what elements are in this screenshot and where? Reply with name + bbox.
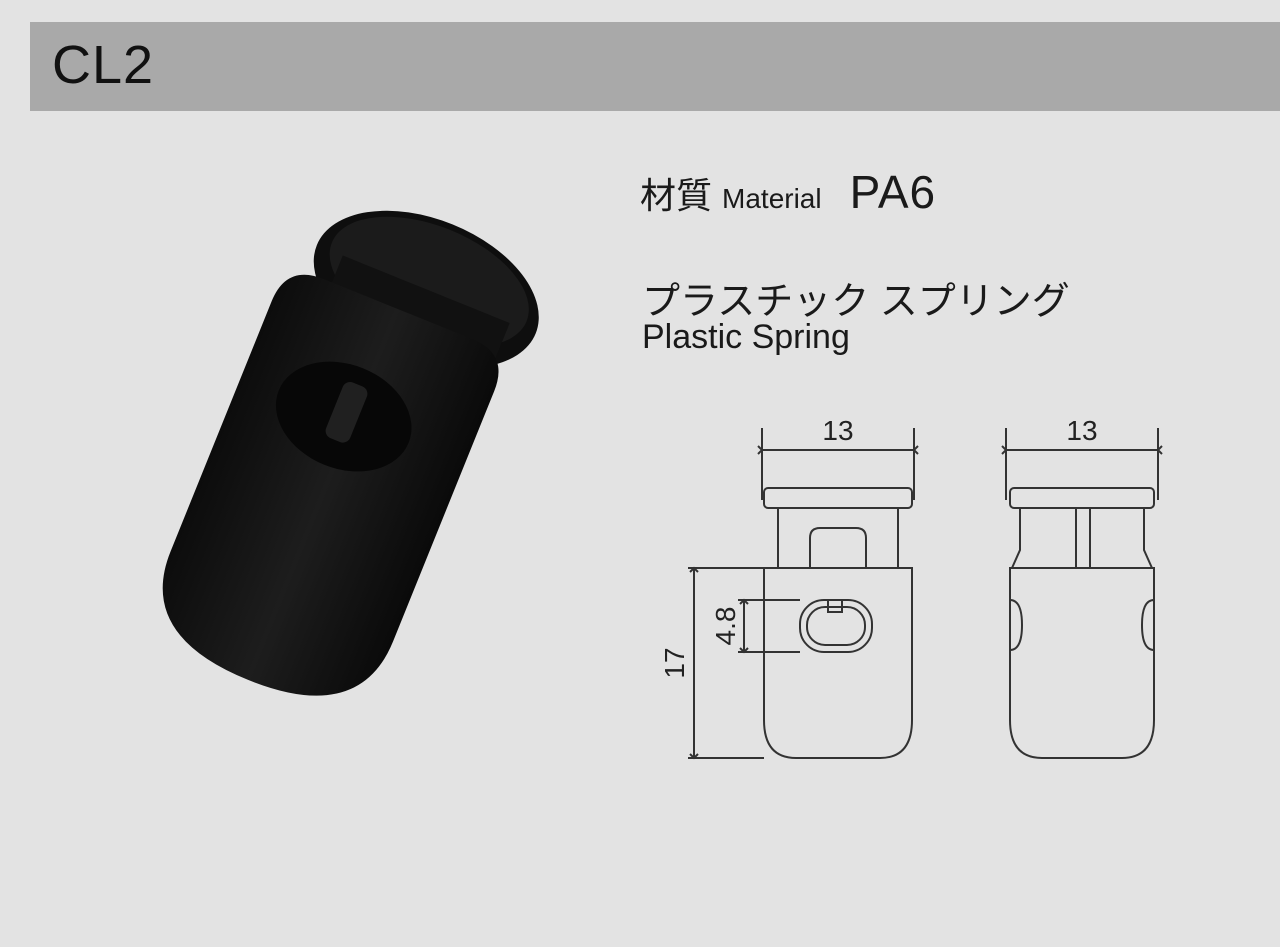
side-view-outline	[1001, 428, 1163, 759]
hole-size-label: 4.8	[710, 607, 741, 646]
spring-label-en: Plastic Spring	[642, 318, 850, 356]
material-label-en: Material	[722, 183, 822, 214]
material-label-jp: 材質	[640, 175, 713, 216]
front-view-outline	[688, 428, 919, 760]
front-width-label: 13	[822, 415, 853, 446]
material-row: 材質 Material PA6	[640, 165, 936, 225]
spring-label-jp: プラスチック スプリング	[642, 281, 1070, 323]
technical-drawing: 13 13 17 4.8	[659, 415, 1163, 760]
product-code-title: CL2	[52, 35, 155, 95]
side-width-label: 13	[1066, 415, 1097, 446]
material-value: PA6	[849, 166, 937, 218]
title-bar: CL2	[30, 22, 1280, 111]
height-label: 17	[659, 647, 690, 678]
cord-lock-photo	[162, 210, 539, 696]
